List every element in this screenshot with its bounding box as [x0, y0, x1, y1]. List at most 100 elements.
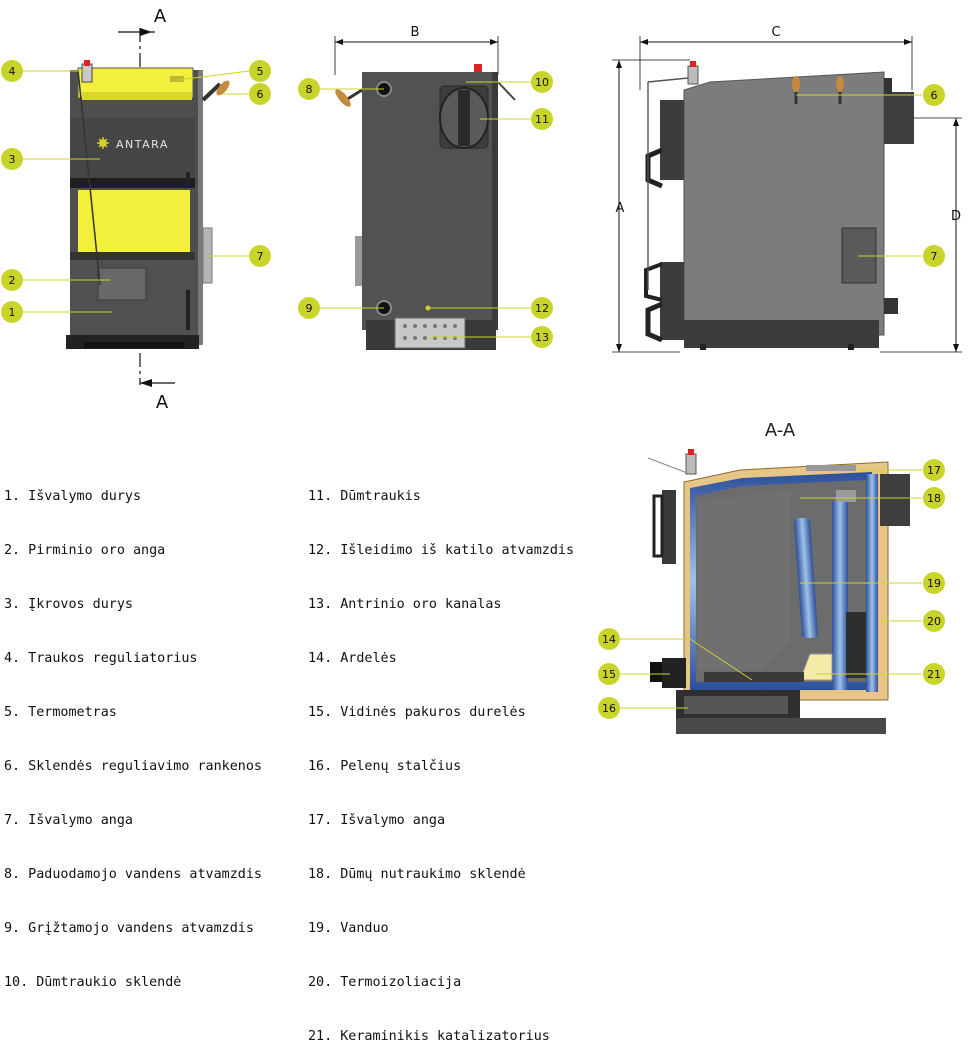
flue-channel — [846, 612, 866, 678]
callout-label: 6 — [931, 89, 938, 102]
dim-arrow — [490, 39, 498, 45]
damper-handle — [216, 80, 230, 96]
loading-door-section — [662, 490, 676, 564]
flue-pipe-section — [880, 474, 910, 526]
front-view: A A ANTARA — [66, 6, 230, 413]
legend-item: 19. Vanduo — [308, 921, 389, 936]
water-tube — [794, 517, 818, 639]
damper-handle — [792, 76, 800, 92]
callout-11: 11 — [531, 108, 553, 130]
smoke-damper — [836, 490, 856, 502]
section-label-top: A — [154, 6, 167, 27]
dimension-label-c: C — [771, 25, 780, 40]
legend-item: 17. Išvalymo anga — [308, 813, 446, 828]
callout-label: 7 — [931, 250, 938, 263]
callout-14: 14 — [598, 628, 620, 650]
dim-arrow — [904, 39, 912, 45]
legend-item: 3. Įkrovos durys — [4, 597, 133, 612]
legend-item: 21. Keraminikis katalizatorius — [308, 1029, 550, 1044]
callout-label: 18 — [927, 492, 941, 505]
callout-6: 6 — [249, 83, 271, 105]
callout-17: 17 — [923, 459, 945, 481]
dim-arrow — [640, 39, 648, 45]
dim-arrow — [953, 344, 959, 352]
callout-9: 9 — [298, 297, 320, 319]
brand-logo — [97, 137, 109, 149]
damper-handle — [335, 89, 351, 107]
legend-item: 2. Pirminio oro anga — [4, 543, 166, 558]
loading-door-edge — [70, 178, 195, 188]
callout-label: 11 — [535, 113, 549, 126]
callout-label: 17 — [927, 464, 941, 477]
damper-handle-stem — [201, 82, 222, 102]
section-base — [676, 718, 886, 734]
callout-label: 21 — [927, 668, 941, 681]
callout-label: 10 — [535, 76, 549, 89]
callout-label: 19 — [927, 577, 941, 590]
dim-arrow — [616, 60, 622, 68]
callout-label: 9 — [306, 302, 313, 315]
callout-label: 8 — [306, 83, 313, 96]
inner-door-handle — [650, 662, 662, 682]
middle-separator — [70, 252, 195, 260]
callout-label: 20 — [927, 615, 941, 628]
callout-4: 4 — [1, 60, 23, 82]
callout-6-side: 6 — [923, 84, 945, 106]
return-stub — [884, 298, 898, 314]
legend-item: 8. Paduodamojo vandens atvamzdis — [4, 867, 262, 882]
draft-regulator — [685, 453, 697, 475]
callout-15: 15 — [598, 663, 620, 685]
legend-item: 18. Dūmų nutraukimo sklendė — [308, 867, 526, 882]
boiler-diagram: A A ANTARA — [1, 6, 962, 734]
dimension-label-a: A — [616, 201, 625, 216]
regulator-rod — [647, 457, 691, 475]
dim-arrow — [335, 39, 343, 45]
callout-7-side: 7 — [923, 245, 945, 267]
legend-item: 9. Grįžtamojo vandens atvamzdis — [4, 921, 254, 936]
legend-item: 1. Išvalymo durys — [4, 489, 142, 504]
arrow-head-bottom — [140, 379, 152, 387]
secondary-air-channel — [394, 317, 466, 349]
legend-item: 15. Vidinės pakuros durelės — [308, 705, 526, 720]
chain-top — [647, 77, 689, 83]
ash-drawer-inner — [684, 696, 788, 714]
arrow-head-top — [140, 28, 152, 36]
callout-18: 18 — [923, 487, 945, 509]
legend-item: 7. Išvalymo anga — [4, 813, 133, 828]
callout-2: 2 — [1, 269, 23, 291]
regulator-rod — [497, 81, 516, 101]
callout-label: 2 — [9, 274, 16, 287]
foot — [848, 344, 854, 350]
flue-stub — [884, 78, 892, 94]
callout-label: 12 — [535, 302, 549, 315]
brand-name: ANTARA — [116, 138, 169, 151]
legend-item: 14. Ardelės — [308, 651, 397, 666]
base-foot — [84, 342, 184, 348]
dim-arrow — [953, 118, 959, 126]
lower-door — [660, 262, 684, 340]
callout-label: 4 — [9, 65, 16, 78]
upper-door — [660, 100, 684, 180]
legend-item: 20. Termoizoliacija — [308, 975, 462, 990]
lower-door-handle — [645, 301, 663, 343]
side-panel — [683, 71, 885, 336]
callout-7: 7 — [249, 245, 271, 267]
thermo-cap — [474, 64, 482, 72]
handle-stem — [345, 88, 363, 102]
water-tube — [832, 500, 848, 690]
legend-item: 6. Sklendės reguliavimo rankenos — [4, 759, 262, 774]
yellow-middle-panel — [78, 190, 190, 252]
callout-label: 3 — [9, 153, 16, 166]
air-door-handle — [644, 262, 663, 302]
callout-label: 15 — [602, 668, 616, 681]
section-view: A-A — [647, 420, 910, 734]
legend-left: 1. Išvalymo durys 2. Pirminio oro anga 3… — [4, 452, 262, 1010]
hinge — [186, 290, 190, 330]
grate — [704, 672, 804, 682]
upper-door-handle — [645, 147, 663, 189]
inner-door — [662, 658, 686, 688]
regulator-cap — [688, 449, 694, 455]
callout-label: 7 — [257, 250, 264, 263]
loading-door — [70, 118, 195, 186]
door-handle — [652, 494, 664, 558]
